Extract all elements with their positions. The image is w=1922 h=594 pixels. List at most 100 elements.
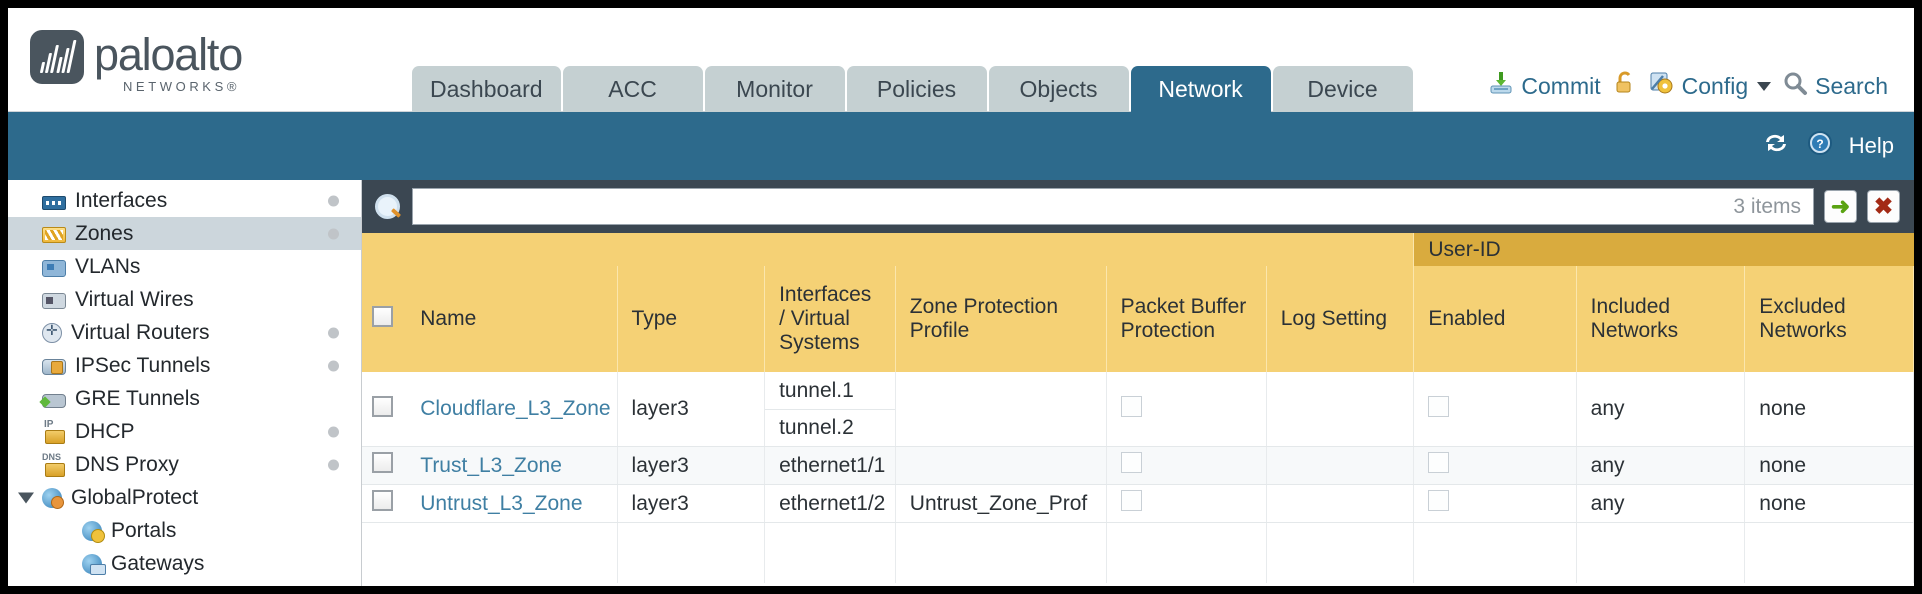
tab-objects[interactable]: Objects xyxy=(988,66,1129,112)
sidebar-item-dhcp[interactable]: DHCP xyxy=(8,415,361,448)
sidebar-item-zones[interactable]: Zones xyxy=(8,217,361,250)
band-actions: ? Help xyxy=(1761,130,1894,162)
zone-name-link[interactable]: Cloudflare_L3_Zone xyxy=(420,397,611,420)
commit-button[interactable]: Commit xyxy=(1488,70,1601,102)
interface-entry: tunnel.1 xyxy=(779,378,854,402)
tab-policies[interactable]: Policies xyxy=(846,66,987,112)
table-row[interactable]: Cloudflare_L3_Zone layer3 tunnel.1 tunne… xyxy=(362,372,1914,447)
userid-enabled-checkbox[interactable] xyxy=(1428,490,1450,511)
search-label: Search xyxy=(1815,72,1888,99)
sidebar-item-label: DNS Proxy xyxy=(75,452,179,476)
gateways-icon xyxy=(82,554,106,575)
sidebar-item-globalprotect[interactable]: GlobalProtect xyxy=(8,481,361,514)
tab-monitor[interactable]: Monitor xyxy=(704,66,845,112)
zones-icon xyxy=(42,227,66,243)
tab-network[interactable]: Network xyxy=(1130,66,1271,112)
select-all-checkbox[interactable] xyxy=(372,305,393,327)
sidebar-item-label: Portals xyxy=(111,518,177,542)
packet-buffer-protection-checkbox[interactable] xyxy=(1120,490,1142,511)
sidebar-item-label: VLANs xyxy=(75,254,141,278)
clear-filter-button[interactable]: ✖ xyxy=(1867,190,1900,223)
globalprotect-icon xyxy=(42,488,64,509)
col-packet-buffer-protection[interactable]: Packet Buffer Protection xyxy=(1106,266,1267,372)
help-icon[interactable]: ? xyxy=(1807,130,1833,162)
sidebar-status-dot xyxy=(328,195,339,206)
sidebar-item-gre-tunnels[interactable]: GRE Tunnels xyxy=(8,382,361,415)
items-count-label: 3 items xyxy=(1733,194,1801,218)
search-magnifier-icon[interactable] xyxy=(374,193,402,221)
cell-log-setting xyxy=(1266,484,1415,523)
config-menu[interactable]: Config xyxy=(1649,70,1772,102)
vlans-icon xyxy=(42,259,66,277)
col-log-setting[interactable]: Log Setting xyxy=(1266,266,1415,372)
cell-included-networks: any xyxy=(1576,446,1746,485)
sidebar-item-vlans[interactable]: VLANs xyxy=(8,250,361,283)
col-excluded-networks[interactable]: Excluded Networks xyxy=(1744,266,1914,372)
virtual-routers-icon xyxy=(42,322,62,343)
apply-filter-button[interactable]: ➜ xyxy=(1824,190,1857,223)
sidebar-item-gateways[interactable]: Gateways xyxy=(8,547,361,580)
sidebar-item-interfaces[interactable]: Interfaces xyxy=(8,184,361,217)
tab-dashboard[interactable]: Dashboard xyxy=(412,66,561,112)
col-enabled[interactable]: Enabled xyxy=(1413,266,1577,372)
row-select-cell xyxy=(362,372,407,447)
unlocked-padlock-icon[interactable] xyxy=(1612,70,1638,102)
cell-userid-enabled xyxy=(1413,484,1577,523)
col-name[interactable]: Name xyxy=(406,266,618,372)
search-input[interactable]: 3 items xyxy=(412,188,1814,225)
help-label[interactable]: Help xyxy=(1848,133,1894,158)
col-zone-protection-profile[interactable]: Zone Protection Profile xyxy=(895,266,1107,372)
cell-userid-enabled xyxy=(1413,446,1577,485)
row-checkbox[interactable] xyxy=(372,452,393,473)
main-body: Interfaces Zones VLANs Virtual Wires Vir… xyxy=(8,180,1914,586)
cell-zone-protection-profile xyxy=(895,372,1107,447)
zone-name-link[interactable]: Untrust_L3_Zone xyxy=(420,491,583,515)
group-header-user-id: User-ID xyxy=(1413,233,1914,266)
interfaces-icon xyxy=(42,195,66,210)
cell-included-networks: any xyxy=(1576,484,1746,523)
cell-included-networks: any xyxy=(1576,372,1746,447)
sidebar-item-dns-proxy[interactable]: DNS Proxy xyxy=(8,448,361,481)
row-select-cell xyxy=(362,446,407,485)
commit-label: Commit xyxy=(1521,72,1601,99)
cell-excluded-networks: none xyxy=(1744,372,1914,447)
sidebar-status-dot xyxy=(328,426,339,437)
tab-acc[interactable]: ACC xyxy=(562,66,703,112)
table-row[interactable]: Untrust_L3_Zone layer3 ethernet1/2 Untru… xyxy=(362,484,1914,523)
packet-buffer-protection-checkbox[interactable] xyxy=(1120,395,1142,417)
col-interfaces-virtual-systems[interactable]: Interfaces / Virtual Systems xyxy=(764,266,896,372)
tab-device[interactable]: Device xyxy=(1272,66,1413,112)
sidebar-item-virtual-wires[interactable]: Virtual Wires xyxy=(8,283,361,316)
refresh-icon[interactable] xyxy=(1761,130,1791,162)
userid-enabled-checkbox[interactable] xyxy=(1428,452,1450,473)
col-type[interactable]: Type xyxy=(617,266,766,372)
zones-content-area: 3 items ➜ ✖ xyxy=(362,180,1914,586)
sidebar-item-virtual-routers[interactable]: Virtual Routers xyxy=(8,316,361,349)
sidebar-item-portals[interactable]: Portals xyxy=(8,514,361,547)
top-actions: Commit Config xyxy=(1488,70,1888,102)
userid-enabled-checkbox[interactable] xyxy=(1428,395,1450,417)
search-button[interactable]: Search xyxy=(1782,70,1888,102)
sidebar-status-dot xyxy=(328,360,339,371)
expander-collapse-icon[interactable] xyxy=(18,492,34,503)
col-included-networks[interactable]: Included Networks xyxy=(1576,266,1746,372)
sidebar-item-ipsec-tunnels[interactable]: IPSec Tunnels xyxy=(8,349,361,382)
cell-userid-enabled xyxy=(1413,372,1577,447)
cell-excluded-networks: none xyxy=(1744,446,1914,485)
zone-name-link[interactable]: Trust_L3_Zone xyxy=(420,453,562,477)
packet-buffer-protection-checkbox[interactable] xyxy=(1120,452,1142,473)
cell-zone-protection-profile xyxy=(895,446,1107,485)
row-checkbox[interactable] xyxy=(372,490,393,511)
sidebar-item-label: IPSec Tunnels xyxy=(75,353,211,377)
cell-log-setting xyxy=(1266,372,1415,447)
brand-name: paloalto xyxy=(94,29,243,80)
sidebar-item-label: Virtual Routers xyxy=(71,320,210,344)
table-row[interactable]: Trust_L3_Zone layer3 ethernet1/1 xyxy=(362,446,1914,485)
cell-type: layer3 xyxy=(617,484,766,523)
commit-icon xyxy=(1488,70,1514,102)
cell-name: Cloudflare_L3_Zone xyxy=(406,372,618,447)
sidebar-status-dot xyxy=(328,327,339,338)
cell-interfaces: ethernet1/2 xyxy=(764,484,896,523)
row-checkbox[interactable] xyxy=(372,395,393,417)
table-filler-row xyxy=(362,522,1914,583)
